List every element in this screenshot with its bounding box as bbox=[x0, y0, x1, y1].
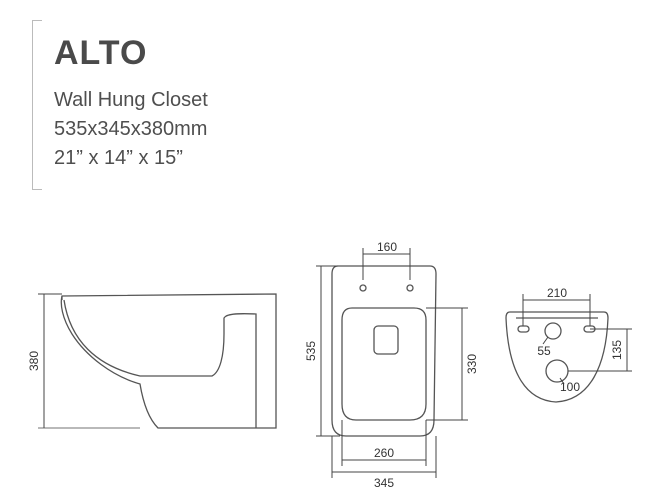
top-view-seat-outline bbox=[341, 307, 427, 421]
top-view-flush-outlet bbox=[373, 325, 399, 355]
header-bracket bbox=[32, 20, 42, 190]
back-view-inlet-circle bbox=[544, 322, 562, 340]
top-view bbox=[331, 265, 437, 437]
back-view-height-label: 135 bbox=[610, 340, 624, 360]
product-header: ALTO Wall Hung Closet 535x345x380mm 21” … bbox=[32, 20, 292, 190]
side-view-outline bbox=[60, 293, 277, 429]
back-view-inlet-label: 55 bbox=[537, 344, 551, 358]
top-view-fixing-hole-right bbox=[406, 284, 414, 292]
product-type: Wall Hung Closet bbox=[54, 89, 208, 111]
side-view-height-label: 380 bbox=[27, 351, 41, 371]
back-view-dimensions bbox=[522, 294, 632, 385]
top-view-outer-outline bbox=[331, 265, 437, 437]
back-view-outline bbox=[505, 311, 609, 403]
top-view-overall-width-label: 345 bbox=[374, 476, 394, 490]
top-view-length-label: 535 bbox=[304, 341, 318, 361]
top-view-seat-length-label: 330 bbox=[465, 354, 479, 374]
back-view bbox=[505, 311, 609, 403]
product-dimensions-in: 21” x 14” x 15” bbox=[54, 147, 183, 169]
back-view-outlet-label: 100 bbox=[560, 380, 580, 394]
back-view-outlet-circle bbox=[545, 359, 569, 383]
top-view-dimensions bbox=[316, 248, 468, 478]
back-view-bolt-spacing-label: 210 bbox=[547, 286, 567, 300]
side-view bbox=[60, 293, 277, 429]
side-view-inner-curve bbox=[63, 299, 257, 428]
product-title: ALTO bbox=[54, 34, 148, 72]
top-view-fixing-hole-left bbox=[359, 284, 367, 292]
back-view-bolt-slot-left bbox=[517, 325, 530, 333]
top-view-hole-spacing-label: 160 bbox=[377, 240, 397, 254]
product-dimensions-mm: 535x345x380mm bbox=[54, 118, 208, 140]
top-view-seat-width-label: 260 bbox=[374, 446, 394, 460]
side-view-height-dimension bbox=[38, 293, 140, 429]
